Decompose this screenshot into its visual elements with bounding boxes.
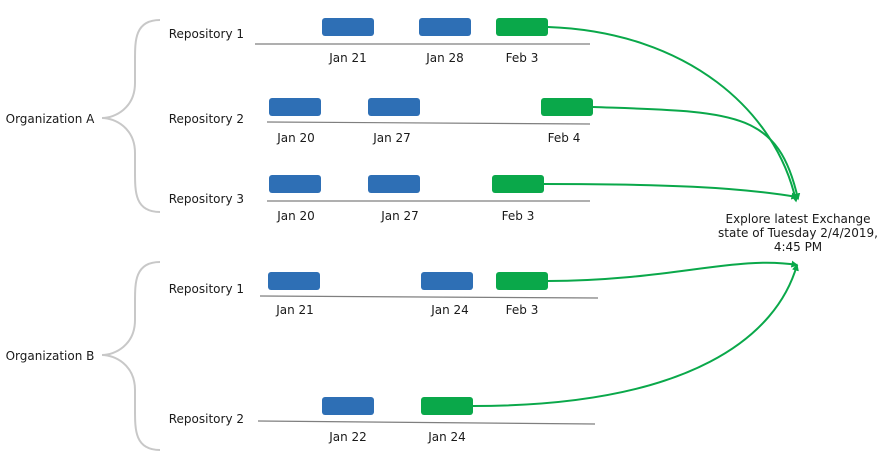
snapshot-date-label: Jan 22: [328, 430, 367, 444]
snapshot-marker: [268, 272, 320, 290]
snapshot-date-label: Jan 24: [430, 303, 469, 317]
snapshot-marker: [269, 98, 321, 116]
snapshot-marker: [368, 175, 420, 193]
snapshot-date-label: Jan 24: [427, 430, 466, 444]
snapshot-date-label: Feb 3: [502, 209, 535, 223]
snapshot-date-label: Jan 21: [328, 51, 367, 65]
latest-state-arrow: [592, 106, 801, 201]
latest-snapshot-marker: [492, 175, 544, 193]
explore-target-label: Explore latest Exchange state of Tuesday…: [718, 212, 878, 254]
latest-snapshot-marker: [541, 98, 593, 116]
organization-brace: [101, 261, 161, 451]
snapshot-date-label: Jan 20: [276, 209, 315, 223]
latest-snapshot-marker: [421, 397, 473, 415]
snapshot-date-label: Feb 3: [506, 51, 539, 65]
snapshot-date-label: Jan 27: [372, 131, 411, 145]
snapshot-date-label: Jan 20: [276, 131, 315, 145]
snapshot-marker: [368, 98, 420, 116]
snapshot-marker: [322, 18, 374, 36]
latest-snapshot-marker: [496, 272, 548, 290]
snapshot-date-label: Jan 28: [425, 51, 464, 65]
latest-state-arrow: [547, 260, 799, 282]
repository-label: Repository 1: [169, 27, 244, 41]
latest-state-arrow: [543, 183, 799, 200]
snapshot-marker: [269, 175, 321, 193]
repository-label: Repository 3: [169, 192, 244, 206]
repository-label: Repository 2: [169, 412, 244, 426]
organization-label: Organization B: [6, 349, 95, 363]
organization-brace: [101, 19, 161, 213]
snapshot-date-label: Jan 21: [275, 303, 314, 317]
organization-label: Organization A: [6, 112, 96, 126]
snapshot-date-label: Feb 4: [548, 131, 581, 145]
timeline-axis: [259, 295, 599, 299]
latest-state-arrow: [547, 26, 799, 203]
repository-label: Repository 2: [169, 112, 244, 126]
snapshot-date-label: Jan 27: [380, 209, 419, 223]
timeline-axis: [266, 121, 591, 125]
snapshot-marker: [322, 397, 374, 415]
latest-snapshot-marker: [496, 18, 548, 36]
snapshot-marker: [419, 18, 471, 36]
snapshot-date-label: Feb 3: [506, 303, 539, 317]
snapshot-marker: [421, 272, 473, 290]
repository-label: Repository 1: [169, 282, 244, 296]
timeline-axis: [257, 420, 596, 425]
latest-state-arrow: [472, 263, 799, 407]
